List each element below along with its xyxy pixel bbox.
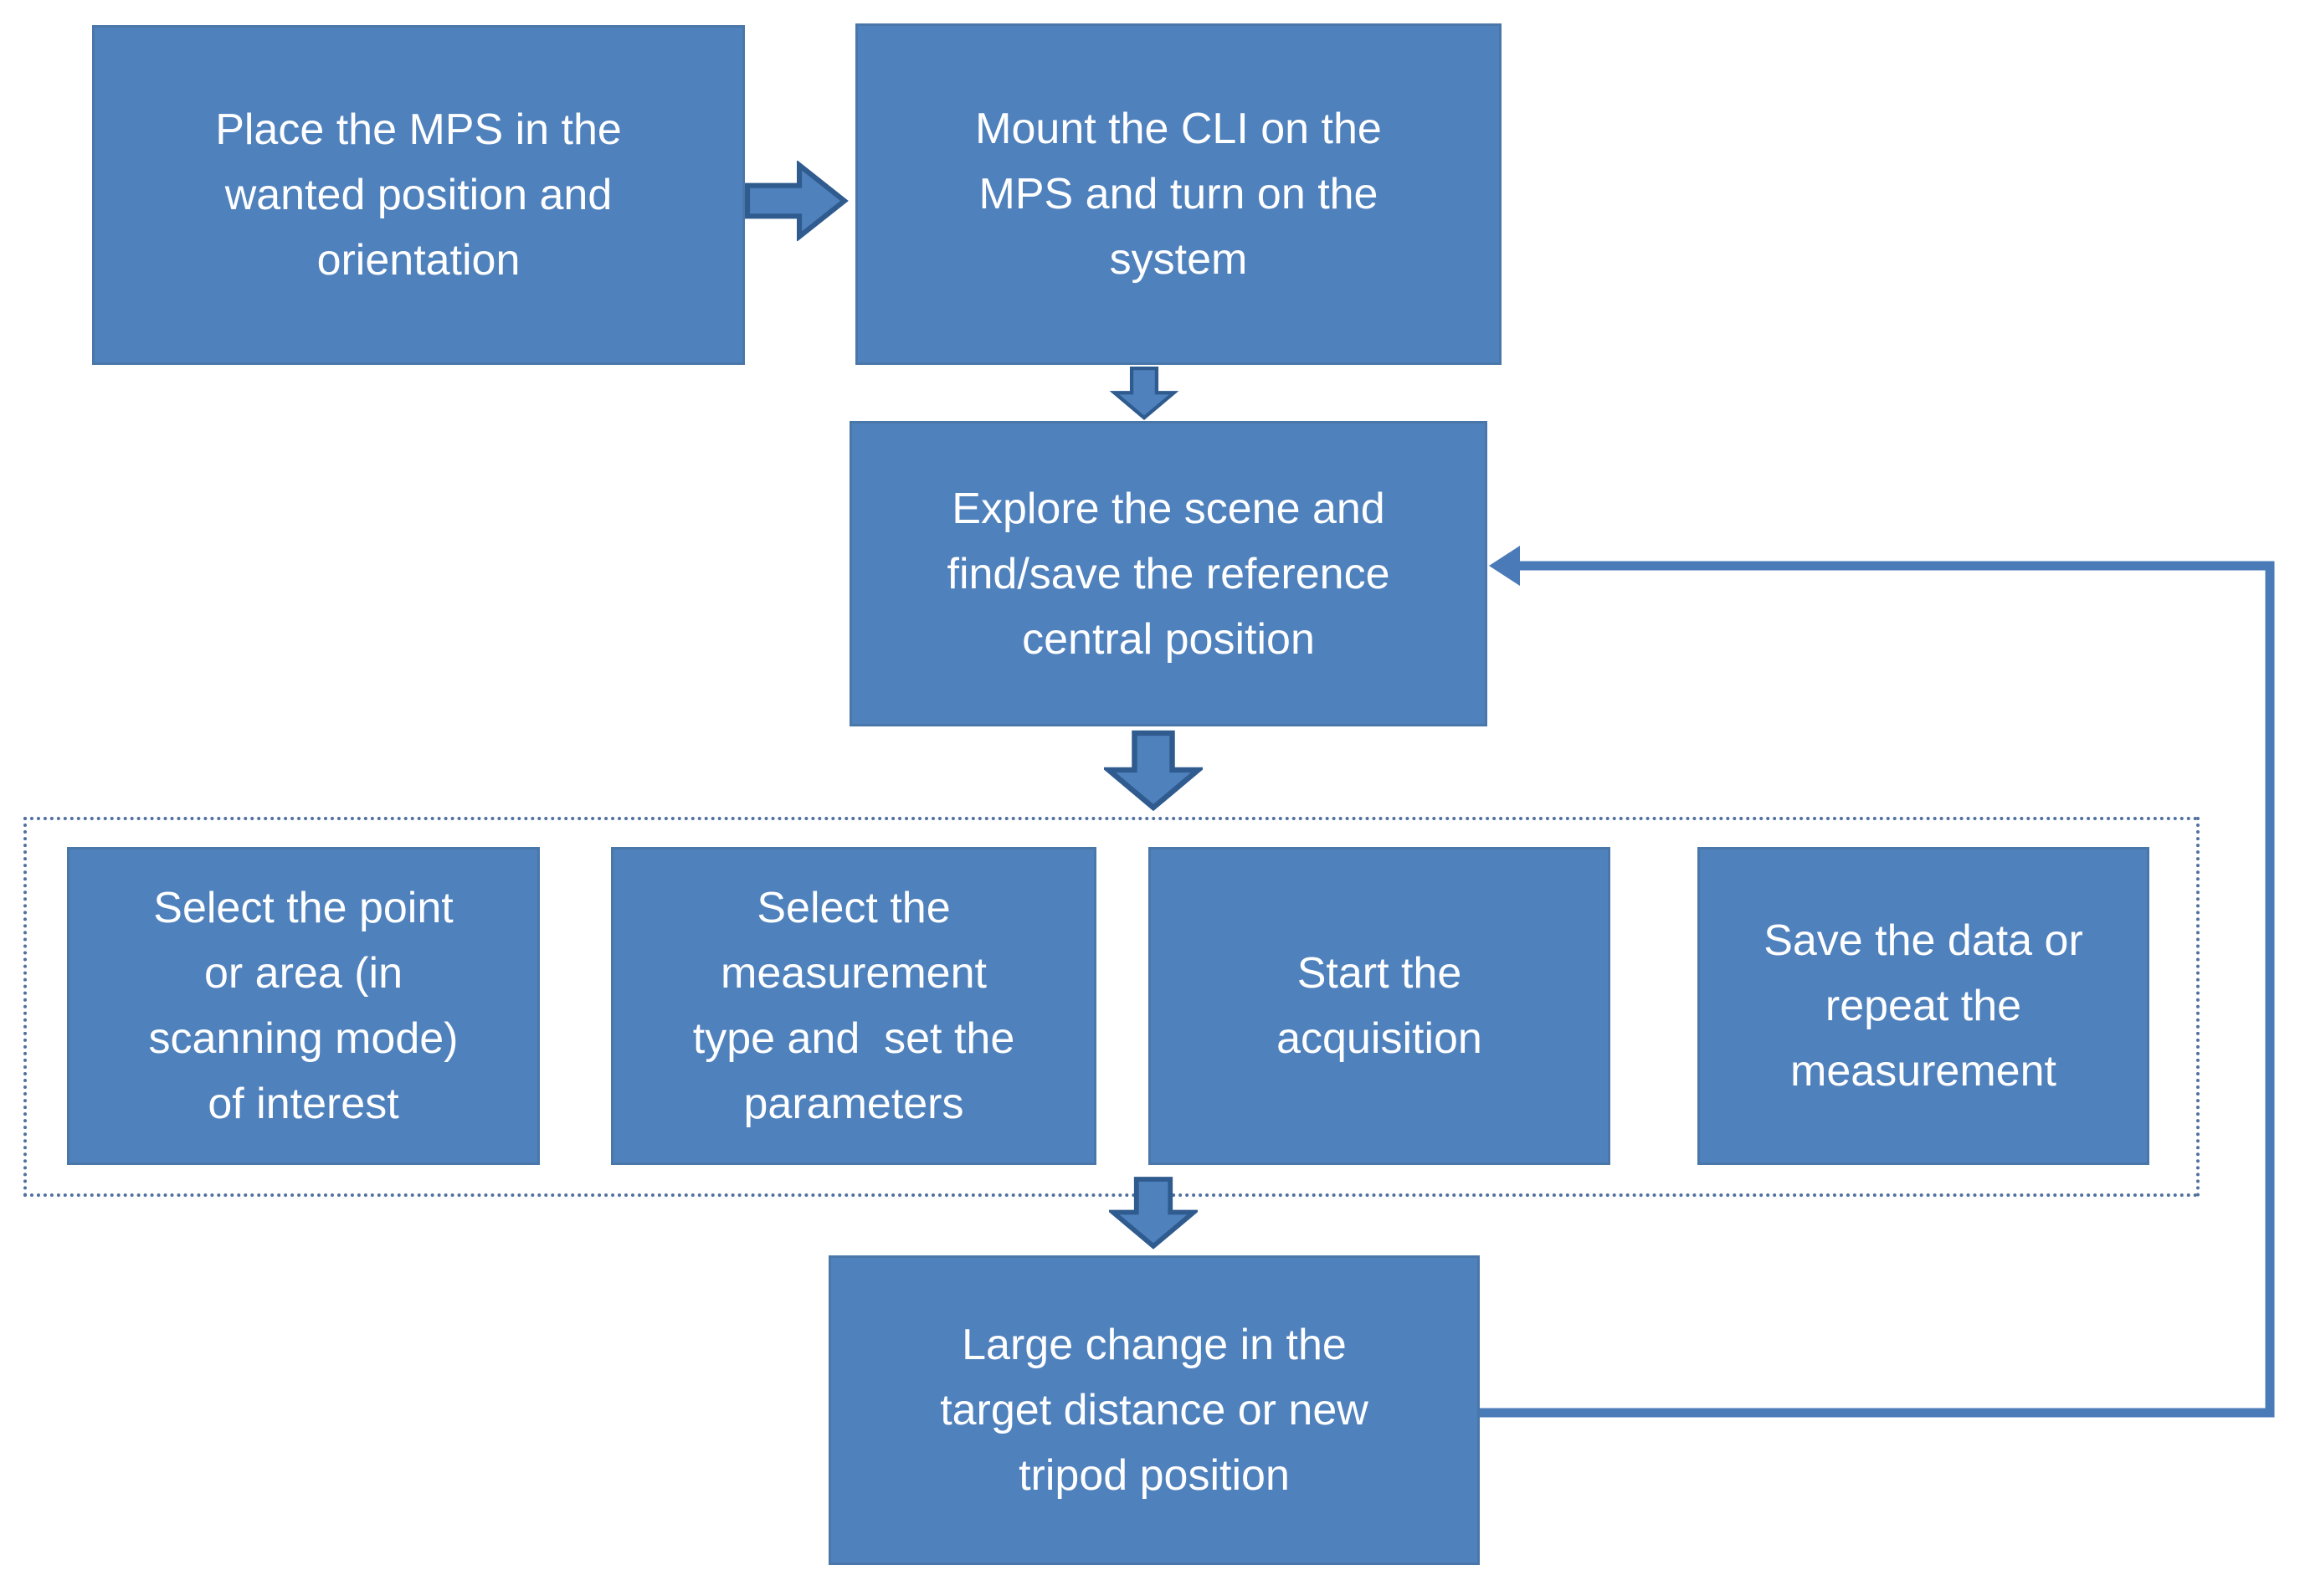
node-save-data: Save the data or repeat the measurement	[1697, 847, 2149, 1165]
node-place-mps-label: Place the MPS in the wanted position and…	[215, 105, 622, 285]
block-arrow-down-icon	[1109, 367, 1179, 420]
node-explore-scene: Explore the scene and find/save the refe…	[850, 421, 1487, 726]
node-start-acquisition: Start the acquisition	[1148, 847, 1610, 1165]
block-arrow-down-icon	[1109, 1177, 1198, 1250]
block-arrow-down-icon	[1104, 730, 1203, 812]
node-start-acquisition-label: Start the acquisition	[1276, 949, 1482, 1063]
node-select-point: Select the point or area (in scanning mo…	[67, 847, 540, 1165]
node-large-change: Large change in the target distance or n…	[829, 1255, 1480, 1565]
node-place-mps: Place the MPS in the wanted position and…	[92, 25, 745, 365]
block-arrow-right-icon	[745, 161, 849, 241]
node-explore-scene-label: Explore the scene and find/save the refe…	[947, 484, 1390, 664]
node-save-data-label: Save the data or repeat the measurement	[1764, 916, 2083, 1096]
node-select-point-label: Select the point or area (in scanning mo…	[148, 884, 459, 1128]
node-select-measurement-label: Select the measurement type and set the …	[692, 884, 1015, 1128]
node-select-measurement: Select the measurement type and set the …	[611, 847, 1096, 1165]
node-large-change-label: Large change in the target distance or n…	[940, 1321, 1368, 1500]
node-mount-cli: Mount the CLI on the MPS and turn on the…	[855, 23, 1502, 365]
node-mount-cli-label: Mount the CLI on the MPS and turn on the…	[975, 105, 1382, 284]
